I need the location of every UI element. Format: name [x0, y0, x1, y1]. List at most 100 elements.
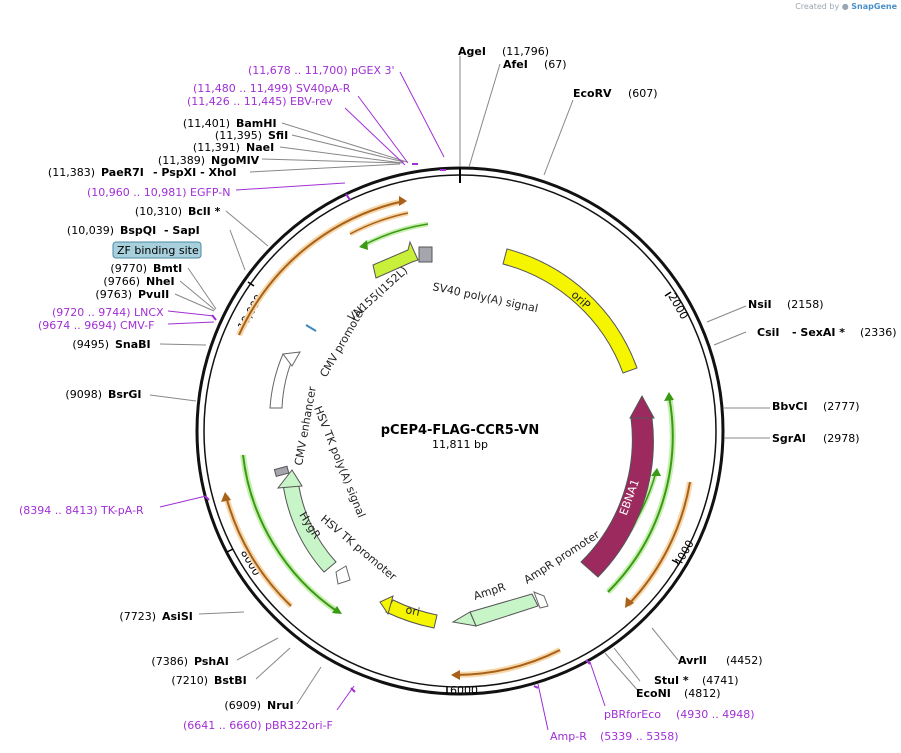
- primer-labels: (11,678 .. 11,700) pGEX 3' (11,480 .. 11…: [19, 64, 755, 743]
- enzyme-naei[interactable]: NaeI: [246, 141, 274, 154]
- orf-arc-left-lower-line: [225, 495, 292, 607]
- enzyme-bsrgi[interactable]: BsrGI: [108, 388, 141, 401]
- enzyme-paer7i-pos: (11,383): [48, 166, 95, 179]
- zf-binding-site-label: ZF binding site: [117, 244, 199, 257]
- orf-arc-right-outer-head: [625, 597, 634, 608]
- hygr-feature: [282, 479, 337, 573]
- enzyme-asisi[interactable]: AsiSI: [162, 610, 193, 623]
- enzyme-nsii-pos: (2158): [787, 298, 824, 311]
- orip-feature: [502, 248, 638, 374]
- enzyme-bamhi-pos: (11,401): [183, 117, 230, 130]
- orf-arc-bottom-head: [451, 670, 460, 680]
- sv40-polya-feature: [418, 246, 433, 263]
- credit-brand: SnapGene: [851, 2, 897, 11]
- enzyme-bspqi[interactable]: BspQI: [120, 224, 156, 237]
- enzyme-snabi[interactable]: SnaBI: [115, 338, 151, 351]
- enzyme-avrii[interactable]: AvrII: [678, 654, 707, 667]
- plasmid-name: pCEP4-FLAG-CCR5-VN: [381, 423, 540, 438]
- enzyme-csii[interactable]: CsiI: [757, 326, 779, 339]
- primer-egfp-n[interactable]: (10,960 .. 10,981) EGFP-N: [87, 186, 230, 199]
- enzyme-nsii[interactable]: NsiI: [748, 298, 772, 311]
- orf-arc-top-short-line: [349, 212, 409, 235]
- enzyme-nhei[interactable]: NheI: [146, 275, 175, 288]
- enzyme-stui-pos: (4741): [702, 674, 739, 687]
- orf-arc-bottom-line: [454, 649, 561, 676]
- enzyme-econi[interactable]: EcoNI: [636, 687, 671, 700]
- enzyme-bcli[interactable]: BclI *: [188, 205, 221, 218]
- orf-arc-right-outer-line: [627, 481, 691, 606]
- hsv-tk-promoter-feature: [335, 565, 351, 585]
- enzyme-bsrgi-pos: (9098): [65, 388, 102, 401]
- tick-6000: 6000: [450, 684, 478, 697]
- enzyme-sfii[interactable]: SfiI: [268, 129, 288, 142]
- primer-ebv-rev[interactable]: (11,426 .. 11,445) EBV-rev: [187, 95, 333, 108]
- enzyme-pspxi-xhoi[interactable]: - PspXI - XhoI: [153, 166, 236, 179]
- cmv-promoter-feature: [269, 353, 293, 409]
- ebna1-feature: [580, 417, 654, 578]
- primer-pbrforeco[interactable]: pBRforEco: [604, 708, 661, 721]
- enzyme-ecorv[interactable]: EcoRV: [573, 87, 612, 100]
- cmv-promoter-arrowhead: [282, 351, 301, 367]
- leader-lines: [149, 56, 770, 705]
- ampr-arrowhead: [451, 611, 477, 627]
- orf-arc-bottom: [454, 647, 562, 678]
- enzyme-sapi[interactable]: - SapI: [164, 224, 200, 237]
- vn155-feature: [372, 240, 419, 279]
- enzyme-bspqi-pos: (10,039): [67, 224, 114, 237]
- enzyme-afei[interactable]: AfeI: [503, 58, 528, 71]
- orf-arc-right-green-a-head: [664, 392, 674, 401]
- enzyme-stui[interactable]: StuI *: [654, 674, 689, 687]
- enzyme-naei-pos: (11,391): [193, 141, 240, 154]
- primer-lncx[interactable]: (9720 .. 9744) LNCX: [52, 306, 164, 319]
- orf-arc-left-green-head: [332, 606, 342, 614]
- cmv-promoter-label: CMV promoter: [317, 304, 368, 380]
- enzyme-bbvci-pos: (2777): [823, 400, 860, 413]
- enzyme-bstbi[interactable]: BstBI: [214, 674, 247, 687]
- enzyme-bstbi-pos: (7210): [171, 674, 208, 687]
- snapgene-logo-icon: ●: [841, 2, 849, 11]
- primer-cmv-f[interactable]: (9674 .. 9694) CMV-F: [38, 319, 154, 332]
- ori-arrowhead: [379, 595, 394, 616]
- enzyme-ecorv-pos: (607): [628, 87, 658, 100]
- hsv-tk-polya-label: HSV TK poly(A) signal: [311, 404, 368, 519]
- enzyme-bamhi[interactable]: BamHI: [236, 117, 277, 130]
- primer-markers: [204, 163, 591, 693]
- zf-binding-site-box[interactable]: [112, 241, 202, 259]
- enzyme-avrii-pos: (4452): [726, 654, 763, 667]
- enzyme-sgrai[interactable]: SgrAI: [772, 432, 806, 445]
- enzyme-sexai[interactable]: - SexAI *: [792, 326, 845, 339]
- enzyme-pvuii-pos: (9763): [95, 288, 132, 301]
- enzyme-asisi-pos: (7723): [119, 610, 156, 623]
- tick-2000-mark: [664, 291, 672, 297]
- enzyme-nrui[interactable]: NruI: [267, 699, 294, 712]
- enzyme-bbvci[interactable]: BbvCI: [772, 400, 808, 413]
- ebna1-arrowhead: [629, 394, 655, 419]
- enzyme-bmti[interactable]: BmtI: [153, 262, 182, 275]
- ampr-label: AmpR: [472, 580, 508, 603]
- primer-amp-r[interactable]: Amp-R: [550, 730, 587, 743]
- tick-4000-mark: [671, 559, 679, 564]
- primer-pbrforeco-pos: (4930 .. 4948): [676, 708, 755, 721]
- enzyme-pshai[interactable]: PshAI: [194, 655, 229, 668]
- credit-prefix: Created by: [795, 2, 840, 11]
- enzyme-nhei-pos: (9766): [103, 275, 140, 288]
- enzyme-pshai-pos: (7386): [151, 655, 188, 668]
- orf-arc-left-green-line: [242, 454, 339, 613]
- enzyme-pvuii[interactable]: PvuII: [138, 288, 169, 301]
- primer-sv40pa-r[interactable]: (11,480 .. 11,499) SV40pA-R: [193, 82, 351, 95]
- enzyme-agei[interactable]: AgeI: [458, 45, 486, 58]
- primer-pgex3[interactable]: (11,678 .. 11,700) pGEX 3': [248, 64, 395, 77]
- orf-arc-right-green-a-line: [607, 395, 674, 593]
- tick-10000-mark: [247, 281, 255, 287]
- orf-arc-upper-left-head: [399, 196, 407, 206]
- primer-pbr322ori-f[interactable]: (6641 .. 6660) pBR322ori-F: [183, 719, 333, 732]
- ori-label: ori: [404, 603, 421, 619]
- enzyme-paer7i[interactable]: PaeR7I: [101, 166, 144, 179]
- snapgene-credit: Created by ● SnapGene: [795, 2, 897, 11]
- enzyme-ngomiv[interactable]: NgoMIV: [211, 154, 260, 167]
- enzyme-labels-left: (11,401) BamHI (11,395) SfiI (11,391) Na…: [48, 117, 294, 712]
- tick-8000-mark: [226, 548, 234, 553]
- enzyme-labels-right: AgeI (11,796) AfeI (67) EcoRV (607) NsiI…: [458, 45, 897, 700]
- enzyme-snabi-pos: (9495): [72, 338, 109, 351]
- primer-tk-pa-r[interactable]: (8394 .. 8413) TK-pA-R: [19, 504, 144, 517]
